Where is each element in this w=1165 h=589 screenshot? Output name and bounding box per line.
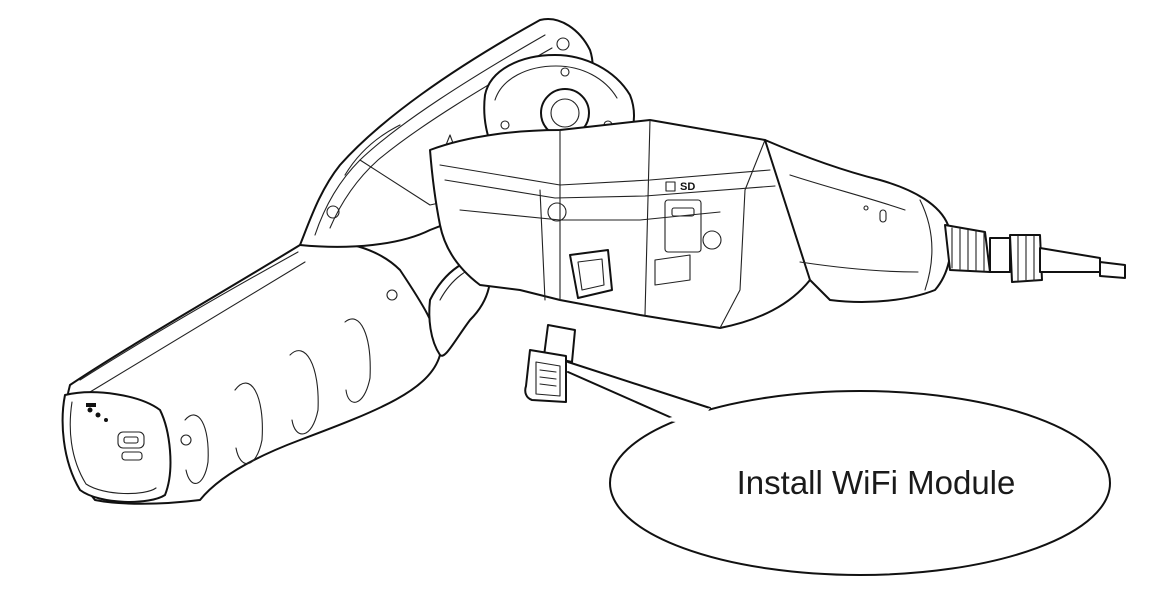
probe-cable xyxy=(1039,247,1101,273)
front-barrel xyxy=(764,139,1126,303)
handle-grip xyxy=(61,240,491,505)
sd-slot-label: SD xyxy=(680,181,695,193)
callout-label: Install WiFi Module xyxy=(737,464,1016,501)
usb-port-icon xyxy=(117,431,145,449)
threaded-collar xyxy=(944,224,991,273)
wifi-module xyxy=(524,324,576,403)
cable-nut xyxy=(1009,234,1043,283)
main-body: SD xyxy=(429,119,811,329)
grip-ridges xyxy=(184,318,371,484)
sd-card-icon xyxy=(665,181,676,192)
sd-slot: SD xyxy=(664,181,702,253)
indicator-leds-icon xyxy=(86,403,108,422)
wifi-socket xyxy=(569,249,613,299)
callout-bubble: Install WiFi Module xyxy=(567,361,1111,576)
